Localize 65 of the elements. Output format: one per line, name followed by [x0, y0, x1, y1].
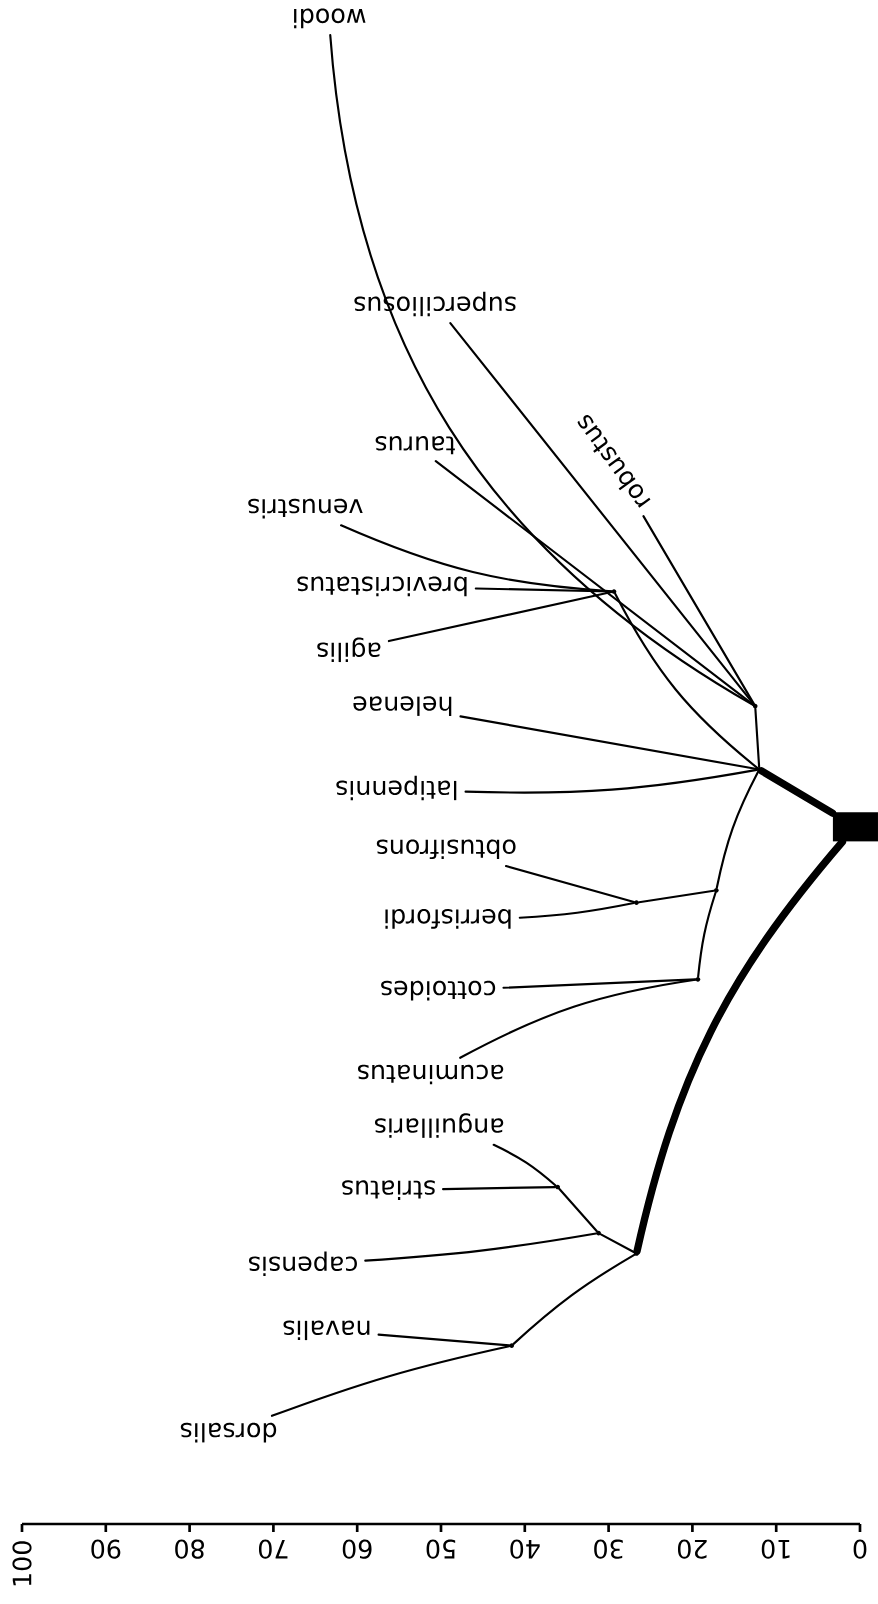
- branch-line: [364, 1232, 598, 1262]
- branch-line: [270, 1345, 511, 1417]
- branch-line: [512, 1253, 636, 1345]
- branch-line: [474, 587, 613, 593]
- scale-number: 40: [510, 1539, 540, 1559]
- branch-point: [596, 1230, 601, 1236]
- branch-line: [614, 592, 759, 769]
- species-label: superciliosus: [354, 291, 516, 317]
- species-label: navalis: [283, 1320, 370, 1341]
- scale-number: 50: [426, 1539, 456, 1559]
- scale-number: 0: [853, 1539, 867, 1559]
- scale-number: 60: [342, 1539, 372, 1559]
- species-label: capensis: [248, 1251, 357, 1277]
- branch-point: [756, 767, 762, 772]
- scale-number: 100: [12, 1541, 32, 1586]
- branch-line: [638, 889, 715, 904]
- branch-line: [442, 1186, 557, 1191]
- branch-point: [713, 888, 719, 893]
- branch-line: [387, 591, 613, 643]
- branch-line: [464, 768, 758, 794]
- branch-line: [459, 715, 758, 771]
- branch-line: [754, 707, 761, 768]
- species-label: obtusifrons: [376, 839, 516, 860]
- branch-line: [599, 1233, 636, 1254]
- root-stem: [832, 812, 878, 842]
- species-label: acuminatus: [358, 1064, 504, 1085]
- species-label: woodi: [294, 8, 366, 29]
- branch-line: [492, 1143, 557, 1187]
- species-label: dorsalis: [180, 1422, 277, 1443]
- branch-point: [634, 900, 639, 905]
- scale-number: 90: [91, 1539, 121, 1559]
- species-label: striatus: [342, 1180, 435, 1200]
- branch-point: [634, 1251, 639, 1256]
- scale-number: 10: [761, 1539, 790, 1559]
- branch-line: [633, 838, 847, 1255]
- branch-point: [752, 703, 758, 709]
- species-label: cottoides: [381, 980, 496, 1001]
- species-label: venustris: [248, 498, 363, 519]
- species-label: agilis: [317, 637, 381, 663]
- branch-point: [555, 1184, 561, 1190]
- branch-line: [329, 34, 754, 706]
- branch-line: [434, 460, 755, 706]
- branch-point: [695, 977, 701, 982]
- branch-line: [518, 901, 635, 919]
- scale-number: 20: [677, 1539, 707, 1559]
- branch-line: [558, 1187, 598, 1233]
- scale-number: 80: [175, 1539, 204, 1559]
- species-label: helenae: [353, 696, 452, 716]
- species-label: brevicristatus: [297, 576, 467, 597]
- branch-line: [642, 515, 755, 705]
- branch-line: [377, 1333, 511, 1347]
- species-label: berrisfordi: [385, 909, 511, 929]
- branch-point: [611, 589, 617, 594]
- scale-number: 70: [259, 1539, 288, 1559]
- species-label: taurus: [375, 436, 455, 455]
- branch-line: [715, 770, 760, 889]
- branch-line: [697, 891, 717, 978]
- species-label: anguillaris: [374, 1113, 504, 1138]
- branch-line: [757, 767, 837, 817]
- branch-line: [502, 978, 697, 989]
- branch-line: [459, 978, 697, 1059]
- branch-point: [509, 1343, 515, 1348]
- branch-line: [504, 865, 636, 903]
- scale-number: 30: [594, 1539, 623, 1559]
- species-label: latipennis: [336, 775, 457, 801]
